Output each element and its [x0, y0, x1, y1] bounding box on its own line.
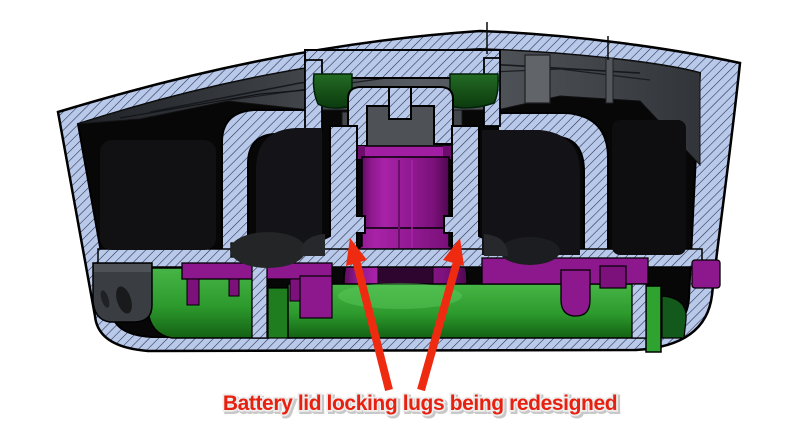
- purple-nub-far-right: [691, 259, 721, 289]
- chassis-post-thin: [605, 57, 614, 104]
- arch-window-right: [482, 130, 580, 255]
- arrow-head: [346, 238, 367, 266]
- lid-top-section: [347, 86, 454, 147]
- annotation: Battery lid locking lugs being redesigne…: [221, 238, 622, 419]
- gasket-right: [449, 73, 499, 109]
- contact-lump-right: [484, 234, 508, 256]
- hatched-rib-right: [631, 283, 647, 339]
- lid-flange-end: [443, 146, 452, 159]
- purple-tooth: [186, 278, 200, 306]
- purple-block-left: [299, 275, 333, 319]
- lid-flange-end: [356, 146, 365, 159]
- arrow-head: [443, 238, 464, 266]
- battery-tube: [321, 125, 488, 259]
- gray-box-hole: [100, 290, 110, 308]
- gray-box-hole: [116, 286, 132, 314]
- arrow-shaft: [417, 260, 461, 392]
- battery-silhouette-left: [100, 140, 216, 250]
- coin-slot-plug: [388, 86, 412, 120]
- annotation-arrow-right: [417, 238, 464, 392]
- annotation-label: Battery lid locking lugs being redesigne…: [223, 392, 617, 415]
- contact-lump-left: [300, 234, 325, 256]
- arch-window-left: [256, 128, 322, 255]
- green-join: [267, 287, 291, 339]
- green-channel: [645, 285, 662, 353]
- dark-dome-left: [230, 232, 306, 268]
- hatched-rib-left: [251, 263, 268, 339]
- purple-post: [560, 269, 591, 317]
- gasket-left: [312, 73, 353, 109]
- annotation-arrow-left: [346, 238, 393, 391]
- chassis-post: [524, 54, 551, 104]
- annotation-label-shadow: Battery lid locking lugs being redesigne…: [225, 394, 619, 417]
- cavity-details: [100, 120, 686, 268]
- seam-lines: [486, 22, 609, 60]
- dark-dome-right: [500, 237, 560, 265]
- battery-silhouette-right: [612, 120, 686, 255]
- base-assembly: [92, 242, 721, 353]
- green-right-dark: [661, 295, 687, 339]
- purple-tooth: [228, 278, 240, 297]
- purple-bit-right: [599, 265, 627, 289]
- battery-lid-recess: [304, 49, 501, 160]
- arrow-shaft: [352, 259, 393, 391]
- gray-box-top: [94, 264, 151, 272]
